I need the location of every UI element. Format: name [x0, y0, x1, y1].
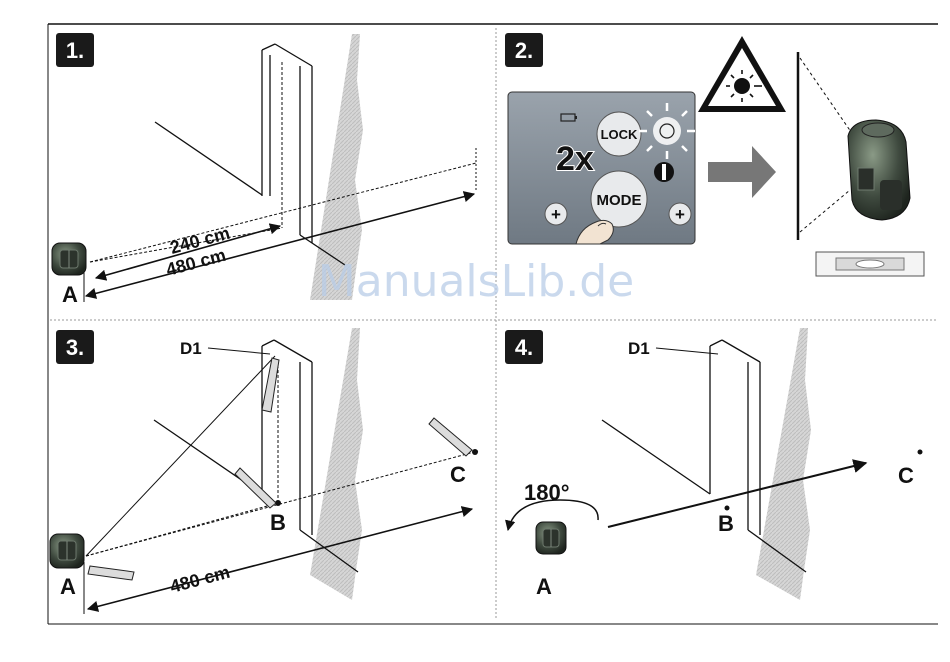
- laser-device-icon-3: [50, 534, 84, 568]
- laser-device-icon: [52, 243, 86, 275]
- rotation-label: 180°: [524, 480, 570, 505]
- step-number-3: 3.: [66, 335, 84, 360]
- point-label-c-step3: C: [450, 462, 466, 487]
- plus-button-right[interactable]: +: [669, 203, 691, 225]
- panel-4: 4. D1 180° A B C: [505, 328, 923, 600]
- point-label-c-step4: C: [898, 463, 914, 488]
- step-badge-4: 4.: [505, 330, 543, 364]
- panel-2: 2. LOCK 2x: [505, 33, 924, 276]
- level-vial-icon: [816, 252, 924, 276]
- label-d1-step4: D1: [628, 339, 650, 358]
- panel-3: 3. D1: [50, 328, 478, 614]
- laser-beam-4: [608, 450, 923, 528]
- step-badge-1: 1.: [56, 33, 94, 67]
- step-number-4: 4.: [515, 335, 533, 360]
- point-label-a-step4: A: [536, 574, 552, 599]
- laser-warning-icon: [698, 36, 786, 112]
- plus-left-label: +: [551, 205, 561, 224]
- watermark: ManualsLib.de: [318, 256, 634, 307]
- point-label-a-step3: A: [60, 574, 76, 599]
- laser-device-icon-4: [536, 522, 566, 554]
- plus-right-label: +: [675, 205, 685, 224]
- power-indicator-icon: [654, 162, 674, 182]
- plus-button-left[interactable]: +: [545, 203, 567, 225]
- step-badge-2: 2.: [505, 33, 543, 67]
- measurement-480-step3: 480 cm: [168, 562, 232, 597]
- step-badge-3: 3.: [56, 330, 94, 364]
- label-d1: D1: [180, 339, 202, 358]
- mode-button[interactable]: MODE: [591, 171, 647, 227]
- next-arrow-icon: [708, 146, 776, 198]
- step-number-1: 1.: [66, 38, 84, 63]
- point-label-b-step3: B: [270, 510, 286, 535]
- control-keypad: LOCK 2x MODE: [508, 92, 695, 244]
- point-label-b-step4: B: [718, 511, 734, 536]
- wall-scene-4: [602, 328, 811, 600]
- wall-scene-3: [154, 328, 363, 600]
- press-count-label: 2x: [556, 140, 594, 178]
- step-number-2: 2.: [515, 38, 533, 63]
- lock-button[interactable]: LOCK: [597, 112, 641, 156]
- pencil-icon: [88, 358, 472, 580]
- cross-line-laser-icon: [848, 120, 910, 220]
- mode-button-label: MODE: [597, 192, 642, 209]
- point-label-a: A: [62, 282, 78, 307]
- lock-button-label: LOCK: [601, 127, 638, 142]
